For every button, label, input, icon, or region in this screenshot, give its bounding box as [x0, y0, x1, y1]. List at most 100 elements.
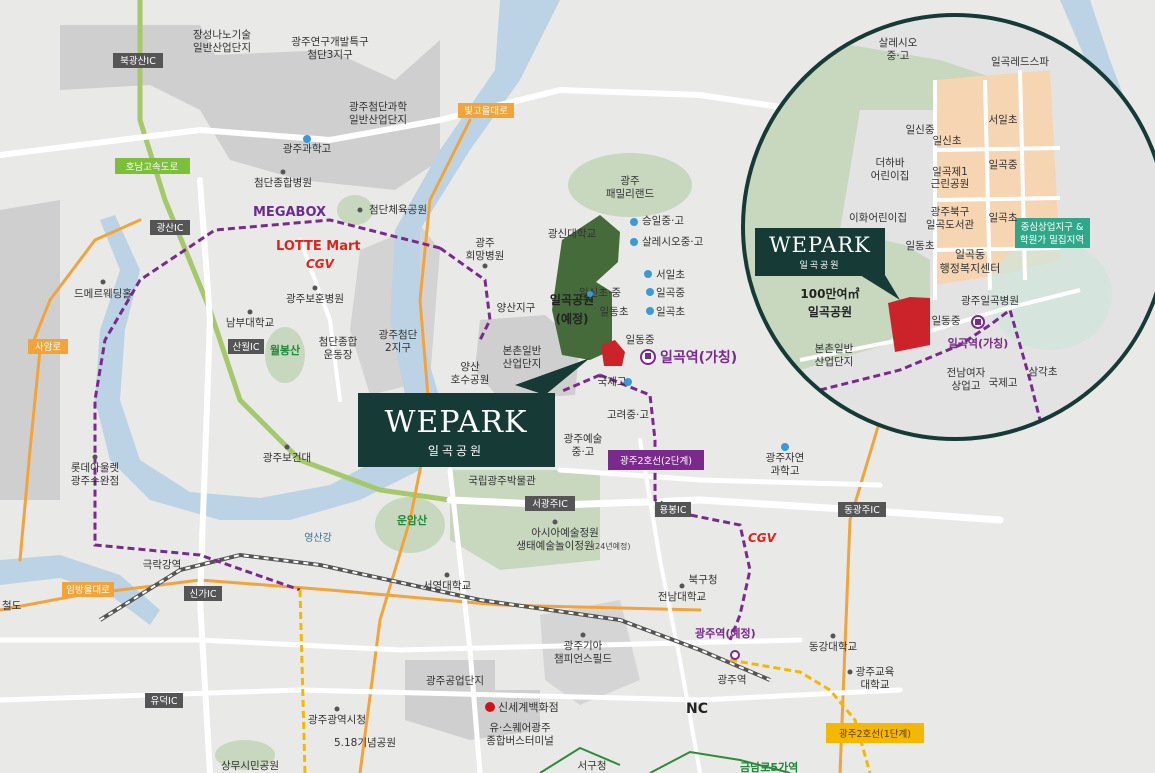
inset-label-gukje: 국제고 — [989, 377, 1018, 389]
label-goryeo: 고려중·고 — [607, 409, 649, 421]
label-gwangju-edu2: 대학교 — [861, 679, 890, 691]
brand-cgv-north: CGV — [306, 257, 336, 271]
label-gwangju-edu: 광주교육 — [856, 666, 895, 678]
inset-border — [741, 13, 1155, 441]
label-memorial: 5.18기념공원 — [334, 737, 396, 749]
wepark-callout-pointer — [515, 358, 590, 395]
station-gwangju-icon — [730, 650, 740, 660]
sign-honam: 호남고속도로 — [115, 158, 190, 174]
svg-text:WEPARK: WEPARK — [769, 233, 871, 257]
inset-label-boncheon: 본촌일반 — [815, 342, 854, 355]
label-drme: 드메르웨딩홀 — [74, 287, 132, 300]
svg-text:사암로: 사암로 — [35, 341, 61, 353]
inset-label-salesio2: 중·고 — [887, 50, 910, 62]
inset-label-samgak: 삼각초 — [1029, 366, 1058, 378]
label-ilgok-e: 일곡초 — [656, 305, 685, 318]
label-lotte-outlet2: 광주수완점 — [71, 474, 119, 487]
wepark-title: WEPARK — [385, 405, 528, 440]
label-gukje: 국제고 — [598, 376, 627, 388]
road-arterial-saam-south — [18, 348, 42, 562]
site-marker — [601, 340, 625, 366]
brand-lotte-mart: LOTTE Mart — [276, 239, 361, 254]
line2-stage2-badge: 광주2호선(2단계) — [608, 450, 704, 470]
inset-label-ilsin-m: 일신중 — [906, 123, 935, 136]
road-main-3 — [557, 467, 883, 488]
place-labels: 장성나노기술 일반산업단지 광주연구개발특구 첨단3지구 광주첨단과학 일반산업… — [2, 29, 895, 773]
label-jangseong: 장성나노기술 — [193, 29, 251, 41]
inset-label-boncheon2: 산업단지 — [815, 355, 854, 368]
park-sangmu — [215, 740, 275, 770]
road-arterial-saam — [28, 218, 142, 352]
inset-label-ilgok-m: 일곡중 — [989, 158, 1018, 171]
metro-line1 — [539, 746, 791, 773]
svg-text:산월IC: 산월IC — [233, 341, 260, 353]
label-yangsan-pool: 양산 — [460, 361, 480, 373]
svg-text:중심상업지구 &: 중심상업지구 & — [1021, 221, 1084, 233]
label-usquare2: 종합버스터미널 — [486, 735, 554, 747]
wepark-subtitle: 일곡공원 — [428, 444, 484, 458]
inset-label-leports: 일곡레드스파 — [991, 55, 1049, 68]
railway — [98, 552, 771, 682]
label-arts2: 중·고 — [572, 446, 595, 458]
label-cheomdan-ind2: 일반산업단지 — [349, 113, 407, 126]
label-usquare: 유·스퀘어광주 — [489, 722, 551, 734]
inset-label-welfare: 일곡동 — [955, 247, 985, 261]
road-main-2 — [447, 467, 483, 773]
label-cheoldo: 철도 — [2, 600, 22, 612]
station-ilgok-label: 일곡역(가칭) — [660, 349, 737, 366]
svg-text:임방울대로: 임방울대로 — [66, 584, 110, 596]
svg-text:광산IC: 광산IC — [157, 222, 184, 234]
sign-yudeok: 유덕IC — [145, 693, 183, 708]
inset-label-seoil-e: 서일초 — [989, 113, 1018, 126]
river-branch-south — [0, 555, 160, 625]
label-museum: 국립광주박물관 — [468, 474, 536, 487]
station-ilgok-icon — [640, 349, 656, 365]
svg-text:광주2호선(2단계): 광주2호선(2단계) — [620, 455, 692, 467]
label-gwangsin: 광신대학교 — [548, 228, 597, 240]
inset-label-jeonnam-girls: 전남여자 — [947, 367, 986, 379]
label-boncheon: 본촌일반 — [503, 344, 542, 357]
inset-label-ildong-e: 일동초 — [906, 239, 935, 252]
inset-label-welfare2: 행정복지센터 — [940, 262, 1001, 275]
svg-text:동광주IC: 동광주IC — [844, 504, 880, 516]
road-main-5 — [0, 687, 903, 703]
school-icons — [303, 135, 789, 451]
inset-label-salesio: 살레시오 — [879, 37, 918, 49]
label-seungil: 승일중·고 — [642, 214, 684, 227]
label-rnd2: 첨단3지구 — [307, 49, 353, 61]
wepark-main-callout: WEPARK 일곡공원 — [358, 393, 555, 467]
label-cheomdan-sports2: 운동장 — [324, 349, 353, 361]
sign-imbangul: 임방울대로 — [62, 582, 114, 597]
road-main-6 — [638, 438, 702, 773]
label-cheomdan-ind: 광주첨단과학 — [349, 101, 407, 113]
inset-label-ildong-m: 일동중 — [932, 314, 961, 327]
label-asia-arts2: 생태예술놀이정원 — [516, 539, 593, 552]
industrial-zone-kia — [540, 600, 640, 705]
svg-text:북광산IC: 북광산IC — [120, 55, 156, 67]
label-yangsan-pool2: 호수공원 — [451, 374, 490, 386]
brand-megabox: MEGABOX — [253, 205, 326, 220]
inset-label-bukgu-lib2: 일곡도서관 — [926, 218, 975, 231]
line2-stage1-badge: 광주2호선(1단계) — [826, 723, 924, 743]
label-kia2: 챔피언스필드 — [554, 653, 612, 665]
svg-text:서광주IC: 서광주IC — [532, 498, 568, 510]
road-ring-north — [0, 86, 803, 158]
sign-sanwol: 산월IC — [228, 339, 264, 354]
inset-wepark-callout: WEPARK 일곡공원 — [755, 228, 885, 276]
label-ilsin: 일신초·중 — [579, 286, 621, 299]
roads — [0, 0, 1004, 773]
inset-label-station: 일곡역(가칭) — [948, 336, 1009, 350]
svg-text:호남고속도로: 호남고속도로 — [126, 162, 179, 173]
road-arterial-east — [838, 418, 882, 773]
river-yeongsan — [95, 0, 560, 520]
label-health: 광주보건대 — [263, 452, 311, 464]
park-family-land — [568, 153, 692, 217]
label-family-land: 광주 — [620, 175, 640, 187]
park-ilgok-label-2: (예정) — [555, 311, 588, 326]
label-wolbong: 월봉산 — [270, 343, 300, 357]
label-gwangju-sci: 광주과학고 — [283, 143, 332, 155]
label-seoyoung: 서영대학교 — [423, 580, 472, 592]
inset-site-marker — [888, 297, 930, 352]
label-hope: 광주 — [475, 237, 495, 249]
label-arts: 광주예술 — [564, 432, 603, 445]
